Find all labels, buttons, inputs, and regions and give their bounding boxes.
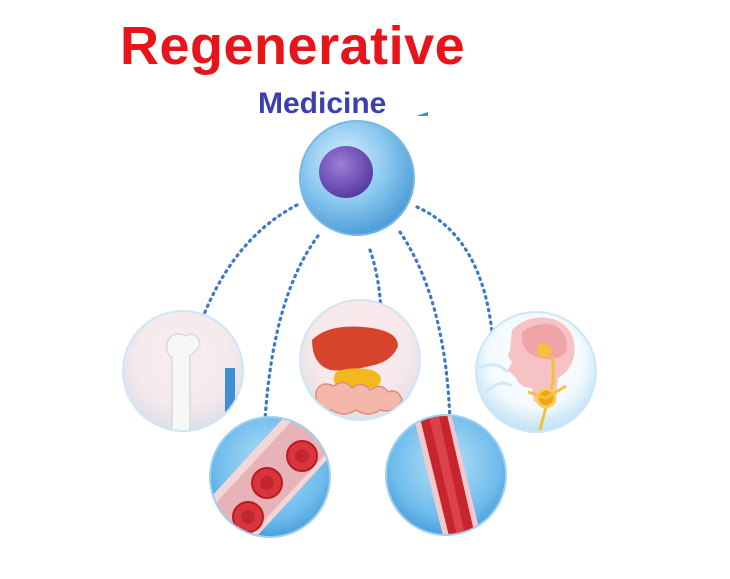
stem-cell-icon [299, 120, 415, 236]
liver-intestine-icon [299, 299, 421, 421]
brain-neuron-icon [475, 311, 597, 433]
subtitle: Medicine [258, 87, 387, 120]
arrow-to-muscle [398, 230, 454, 426]
arrow-to-blood [260, 234, 320, 442]
muscle-fiber-icon [385, 414, 507, 536]
accent-mark [416, 112, 428, 116]
red-blood-cells-icon [209, 416, 331, 538]
arrow-to-brain [415, 205, 498, 364]
bone-icon [122, 310, 244, 432]
arrow-to-bone [195, 203, 299, 334]
main-title: Regenerative [120, 16, 466, 76]
